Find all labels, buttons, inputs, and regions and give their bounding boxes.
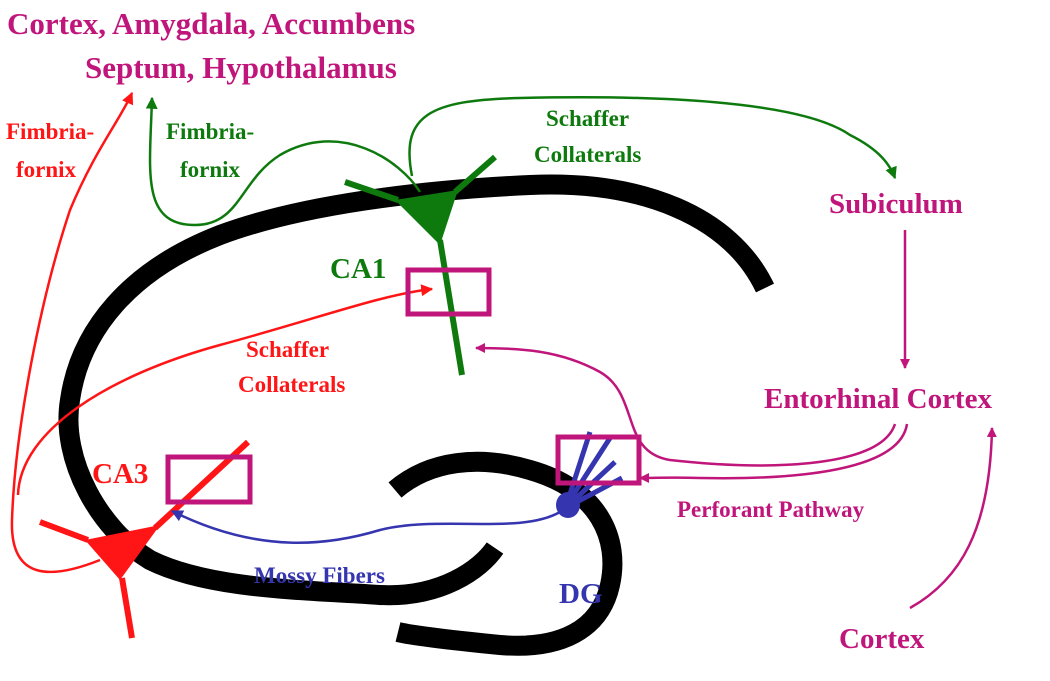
mossy-fibers-label: Mossy Fibers bbox=[254, 563, 385, 588]
targets-label-line2: Septum, Hypothalamus bbox=[85, 50, 397, 85]
ammons-horn-layer bbox=[58, 174, 775, 606]
ca1-fimbria-fornix-axon bbox=[145, 96, 422, 227]
schaffer-collaterals-red-line1: Schaffer bbox=[246, 337, 329, 362]
mossy-fiber-axon bbox=[170, 509, 561, 545]
ca1-pyramidal-neuron bbox=[344, 154, 497, 376]
ca3-fimbria-fornix-axon bbox=[10, 91, 134, 574]
ca3-recording-box bbox=[165, 454, 253, 505]
targets-label-line1: Cortex, Amygdala, Accumbens bbox=[7, 6, 415, 41]
ca3-schaffer-collateral-axon bbox=[16, 284, 434, 496]
fimbria-fornix-red-line1: Fimbria- bbox=[6, 119, 94, 144]
fimbria-fornix-green-line2: fornix bbox=[180, 157, 241, 182]
perforant-to-ca1-path bbox=[475, 343, 897, 467]
fimbria-fornix-green-line1: Fimbria- bbox=[166, 119, 254, 144]
dentate-gyrus-layer bbox=[388, 451, 623, 656]
cortex-label: Cortex bbox=[839, 623, 925, 655]
ca1-label: CA1 bbox=[330, 253, 386, 285]
dg-label: DG bbox=[559, 578, 603, 610]
entorhinal-cortex-label: Entorhinal Cortex bbox=[764, 383, 992, 415]
subiculum-label: Subiculum bbox=[829, 188, 963, 220]
cortex-to-entorhinal-arrow bbox=[909, 427, 997, 610]
fimbria-fornix-red-line2: fornix bbox=[16, 157, 77, 182]
dg-recording-box bbox=[555, 434, 642, 486]
perforant-pathway-label: Perforant Pathway bbox=[677, 497, 865, 522]
ca1-recording-box bbox=[405, 267, 492, 317]
perforant-to-dg-path bbox=[639, 423, 909, 483]
ca1-schaffer-to-subiculum bbox=[408, 96, 897, 180]
ca3-label: CA3 bbox=[92, 458, 148, 490]
schaffer-collaterals-red-line2: Collaterals bbox=[238, 372, 345, 397]
schaffer-collaterals-green-line2: Collaterals bbox=[534, 142, 641, 167]
schaffer-collaterals-green-line1: Schaffer bbox=[546, 106, 629, 131]
